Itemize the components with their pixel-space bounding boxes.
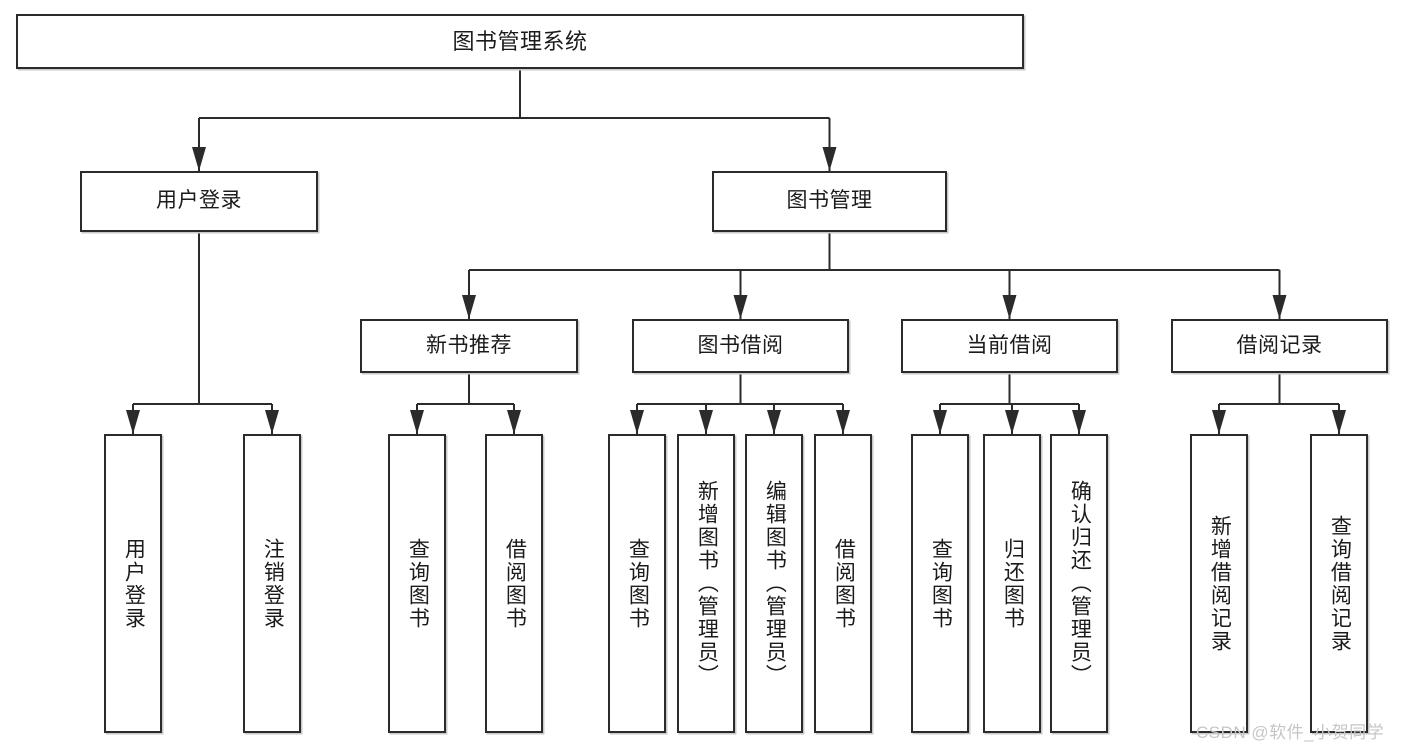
connector-arrowhead <box>1072 410 1086 434</box>
node-leaf-add-book[interactable]: 新增图书（管理员） <box>677 434 735 733</box>
node-leaf-query-book-1[interactable]: 查询图书 <box>388 434 446 733</box>
node-label: 确认归还（管理员） <box>1068 480 1092 687</box>
node-new-book-rec[interactable]: 新书推荐 <box>360 319 578 373</box>
connector-arrowhead <box>507 410 521 434</box>
node-leaf-borrow-book-1[interactable]: 借阅图书 <box>485 434 543 733</box>
node-label: 借阅记录 <box>1236 333 1323 357</box>
node-current-borrow[interactable]: 当前借阅 <box>901 319 1118 373</box>
node-label: 当前借阅 <box>966 333 1053 357</box>
node-leaf-edit-book[interactable]: 编辑图书（管理员） <box>745 434 803 733</box>
node-label: 查询图书 <box>406 537 430 630</box>
node-label: 图书管理系统 <box>452 28 588 54</box>
node-label: 用户登录 <box>156 189 242 213</box>
node-label: 查询借阅记录 <box>1328 514 1352 653</box>
connector-arrowhead <box>1272 295 1287 319</box>
node-leaf-query-book-3[interactable]: 查询图书 <box>911 434 969 733</box>
node-leaf-add-record[interactable]: 新增借阅记录 <box>1190 434 1248 733</box>
connector-arrowhead <box>1005 410 1019 434</box>
connector-arrowhead <box>410 410 424 434</box>
node-label: 新增图书（管理员） <box>695 480 719 687</box>
node-label: 借阅图书 <box>832 537 856 630</box>
node-root[interactable]: 图书管理系统 <box>16 14 1024 69</box>
node-label: 查询图书 <box>626 537 650 630</box>
node-leaf-logout-login[interactable]: 注销登录 <box>243 434 301 733</box>
connector-arrowhead <box>126 410 140 434</box>
connector-arrowhead <box>1332 410 1346 434</box>
connector-arrowhead <box>836 410 850 434</box>
node-leaf-confirm-return[interactable]: 确认归还（管理员） <box>1050 434 1108 733</box>
node-borrow-record[interactable]: 借阅记录 <box>1171 319 1388 373</box>
connector-arrowhead <box>822 147 837 171</box>
connector-arrowhead <box>462 295 476 319</box>
connector-arrowhead <box>933 410 947 434</box>
connector-arrowhead <box>733 295 748 319</box>
node-user-login[interactable]: 用户登录 <box>80 171 318 232</box>
node-leaf-return-book[interactable]: 归还图书 <box>983 434 1041 733</box>
node-label: 借阅图书 <box>503 537 527 630</box>
node-label: 查询图书 <box>929 537 953 630</box>
node-leaf-query-record[interactable]: 查询借阅记录 <box>1310 434 1368 733</box>
node-book-manage[interactable]: 图书管理 <box>712 171 947 232</box>
connector-arrowhead <box>1002 295 1017 319</box>
node-leaf-borrow-book-2[interactable]: 借阅图书 <box>814 434 872 733</box>
connector-arrowhead <box>1212 410 1226 434</box>
connector-arrowhead <box>192 147 206 171</box>
node-leaf-query-book-2[interactable]: 查询图书 <box>608 434 666 733</box>
node-label: 用户登录 <box>122 537 146 630</box>
node-label: 归还图书 <box>1001 537 1025 630</box>
node-label: 注销登录 <box>261 537 285 630</box>
watermark-label: CSDN @软件_小贺同学 <box>1196 723 1385 742</box>
node-label: 编辑图书（管理员） <box>763 480 787 687</box>
node-label: 图书借阅 <box>697 333 784 357</box>
node-book-borrow[interactable]: 图书借阅 <box>632 319 849 373</box>
connector-arrowhead <box>265 410 279 434</box>
node-label: 图书管理 <box>786 189 873 213</box>
connector-arrowhead <box>767 410 781 434</box>
node-label: 新增借阅记录 <box>1208 514 1232 653</box>
node-leaf-user-login[interactable]: 用户登录 <box>104 434 162 733</box>
connector-arrowhead <box>630 410 644 434</box>
connector-arrowhead <box>699 410 713 434</box>
node-label: 新书推荐 <box>426 333 512 357</box>
